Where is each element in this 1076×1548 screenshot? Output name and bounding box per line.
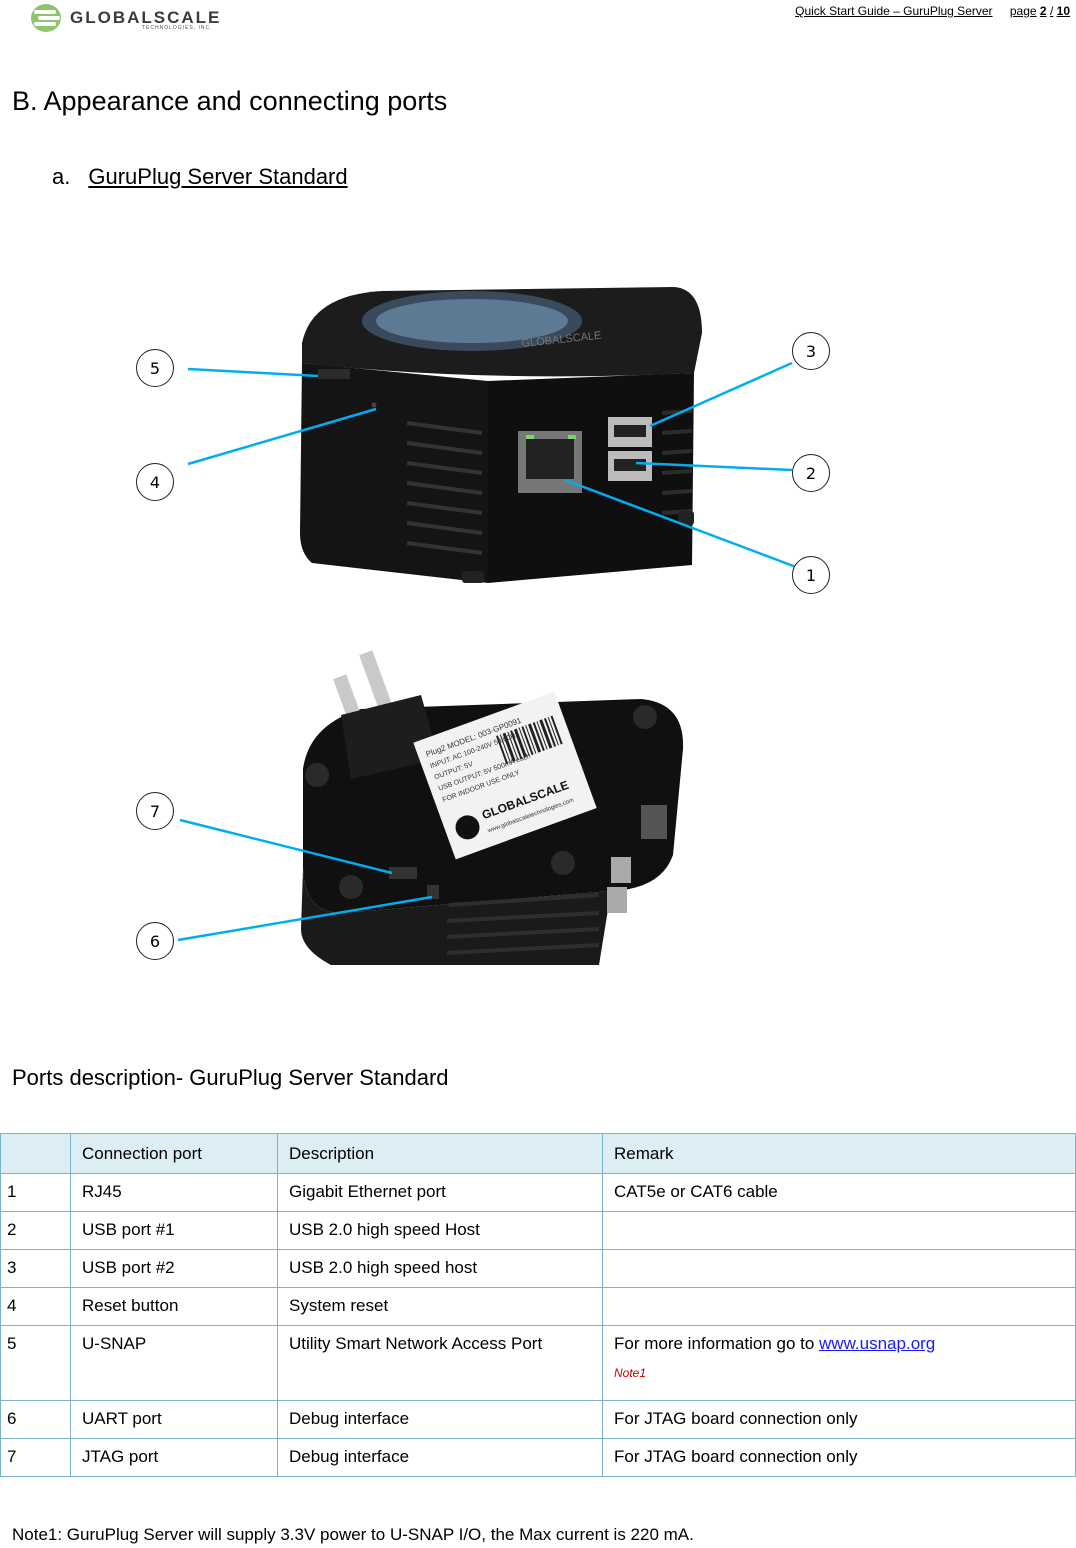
row-remark: For JTAG board connection only bbox=[602, 1400, 1076, 1439]
ports-heading: Ports description- GuruPlug Server Stand… bbox=[12, 1065, 449, 1090]
device-front-photo: GLOBALSCALE bbox=[282, 283, 716, 586]
globalscale-logo: GLOBALSCALE TECHNOLOGIES, INC. bbox=[30, 2, 230, 34]
column-header-remark: Remark bbox=[602, 1133, 1076, 1174]
sticker-logo-icon bbox=[455, 815, 480, 840]
row-remark: For more information go to www.usnap.org… bbox=[602, 1325, 1076, 1401]
row-description: Debug interface bbox=[277, 1438, 603, 1477]
plug-prong-left bbox=[359, 650, 393, 712]
row-port: Reset button bbox=[70, 1287, 278, 1326]
row-description: USB 2.0 high speed Host bbox=[277, 1211, 603, 1250]
callout-3: 3 bbox=[792, 332, 830, 370]
callout-2: 2 bbox=[792, 454, 830, 492]
table-row: 2 USB port #1 USB 2.0 high speed Host bbox=[0, 1211, 1076, 1250]
table-row: 3 USB port #2 USB 2.0 high speed host bbox=[0, 1249, 1076, 1288]
column-header-connection-port: Connection port bbox=[70, 1133, 278, 1174]
usnap-port-slot bbox=[318, 369, 350, 379]
page-separator: / bbox=[1049, 4, 1054, 18]
subsection-title: GuruPlug Server Standard bbox=[88, 164, 348, 189]
note-reference: Note1 bbox=[614, 1366, 647, 1380]
row-description: Gigabit Ethernet port bbox=[277, 1173, 603, 1212]
table-header-row: Connection port Description Remark bbox=[0, 1133, 1076, 1174]
uart-port-slot bbox=[427, 885, 439, 899]
usnap-link[interactable]: www.usnap.org bbox=[819, 1334, 936, 1353]
row-remark: CAT5e or CAT6 cable bbox=[602, 1173, 1076, 1212]
row-description: System reset bbox=[277, 1287, 603, 1326]
subsection-marker: a. bbox=[52, 164, 71, 189]
row-description: Debug interface bbox=[277, 1400, 603, 1439]
callout-6: 6 bbox=[136, 922, 174, 960]
ports-table: Connection port Description Remark 1 RJ4… bbox=[0, 1133, 1076, 1477]
table-row: 7 JTAG port Debug interface For JTAG boa… bbox=[0, 1438, 1076, 1477]
page-label: page bbox=[1009, 4, 1037, 18]
row-number: 5 bbox=[0, 1325, 71, 1401]
device-back-photo: Plug2 MODEL: 003-GP0091 INPUT: AC 100-24… bbox=[281, 629, 711, 967]
row-port: USB port #2 bbox=[70, 1249, 278, 1288]
row-number: 6 bbox=[0, 1400, 71, 1439]
row-port: U-SNAP bbox=[70, 1325, 278, 1401]
table-row: 4 Reset button System reset bbox=[0, 1287, 1076, 1326]
page-header: Quick Start Guide – GuruPlug Server page… bbox=[795, 4, 1070, 18]
row-description: USB 2.0 high speed host bbox=[277, 1249, 603, 1288]
table-row: 5 U-SNAP Utility Smart Network Access Po… bbox=[0, 1325, 1076, 1401]
globalscale-logo-icon bbox=[31, 4, 61, 32]
callout-4: 4 bbox=[136, 463, 174, 501]
row-port: JTAG port bbox=[70, 1438, 278, 1477]
page-current: 2 bbox=[1039, 4, 1047, 18]
callout-5: 5 bbox=[136, 349, 174, 387]
row-number: 7 bbox=[0, 1438, 71, 1477]
page-total: 10 bbox=[1056, 4, 1070, 18]
row-port: RJ45 bbox=[70, 1173, 278, 1212]
reset-button-hole bbox=[371, 402, 377, 408]
subsection-heading: a. GuruPlug Server Standard bbox=[52, 164, 348, 190]
row-remark bbox=[602, 1249, 1076, 1288]
column-header-number bbox=[0, 1133, 71, 1174]
row-number: 4 bbox=[0, 1287, 71, 1326]
row-number: 2 bbox=[0, 1211, 71, 1250]
jtag-port-slot bbox=[389, 867, 417, 879]
usb-port-back-1 bbox=[611, 857, 631, 883]
row-port: USB port #1 bbox=[70, 1211, 278, 1250]
callout-1: 1 bbox=[792, 556, 830, 594]
guide-title: Quick Start Guide – GuruPlug Server bbox=[795, 4, 993, 18]
callout-7: 7 bbox=[136, 792, 174, 830]
logo-wordmark: GLOBALSCALE bbox=[70, 8, 222, 27]
row-remark bbox=[602, 1211, 1076, 1250]
footnote: Note1: GuruPlug Server will supply 3.3V … bbox=[12, 1525, 694, 1544]
usb-port-back-2 bbox=[607, 887, 627, 913]
row-remark bbox=[602, 1287, 1076, 1326]
table-row: 1 RJ45 Gigabit Ethernet port CAT5e or CA… bbox=[0, 1173, 1076, 1212]
row-number: 3 bbox=[0, 1249, 71, 1288]
rj45-port-back bbox=[641, 805, 667, 839]
logo-subtitle: TECHNOLOGIES, INC. bbox=[142, 25, 213, 31]
section-heading: B. Appearance and connecting ports bbox=[12, 86, 448, 116]
row-remark: For JTAG board connection only bbox=[602, 1438, 1076, 1477]
row-number: 1 bbox=[0, 1173, 71, 1212]
row-description: Utility Smart Network Access Port bbox=[277, 1325, 603, 1401]
table-row: 6 UART port Debug interface For JTAG boa… bbox=[0, 1400, 1076, 1439]
remark-text: For more information go to bbox=[614, 1334, 820, 1353]
row-port: UART port bbox=[70, 1400, 278, 1439]
column-header-description: Description bbox=[277, 1133, 603, 1174]
